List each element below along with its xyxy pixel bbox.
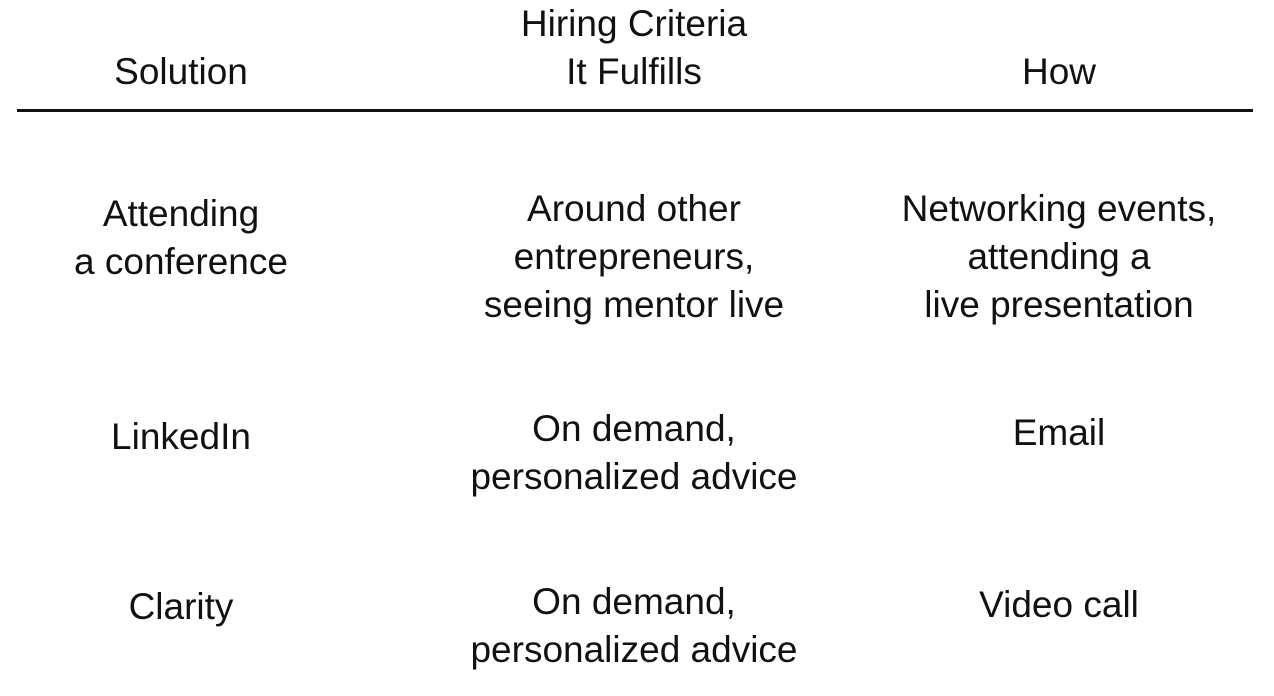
row-1-criteria-line-1: Around other — [527, 188, 741, 229]
header-how: How — [1022, 48, 1096, 96]
row-2-criteria-line-1: On demand, — [532, 408, 736, 449]
row-1-criteria-line-2: entrepreneurs, — [513, 236, 755, 277]
header-hiring-criteria: Hiring Criteria It Fulfills — [521, 0, 747, 96]
row-3-how: Video call — [979, 581, 1139, 629]
header-hiring-criteria-line-2: It Fulfills — [566, 51, 702, 92]
row-2-criteria: On demand, personalized advice — [470, 405, 797, 501]
row-1-solution-line-2: a conference — [74, 241, 288, 282]
row-3-solution: Clarity — [129, 583, 234, 631]
row-2-criteria-line-2: personalized advice — [470, 456, 798, 497]
row-1-how-line-2: attending a — [967, 236, 1151, 277]
row-3-criteria-line-2: personalized advice — [470, 629, 798, 670]
row-2-solution: LinkedIn — [111, 413, 251, 461]
header-hiring-criteria-line-1: Hiring Criteria — [520, 3, 748, 44]
header-solution: Solution — [114, 48, 248, 96]
header-divider — [17, 109, 1253, 112]
row-1-solution: Attending a conference — [74, 190, 288, 286]
row-1-criteria-line-3: seeing mentor live — [483, 284, 785, 325]
row-1-how-line-3: live presentation — [924, 284, 1194, 325]
header-solution-text: Solution — [114, 51, 248, 92]
row-2-how-line-1: Email — [1012, 412, 1106, 453]
row-3-criteria-line-1: On demand, — [532, 581, 736, 622]
row-1-how: Networking events, attending a live pres… — [902, 185, 1217, 329]
row-1-solution-line-1: Attending — [102, 193, 260, 234]
header-how-text: How — [1021, 51, 1097, 92]
row-2-solution-line-1: LinkedIn — [111, 416, 251, 457]
row-2-how: Email — [1013, 409, 1106, 457]
row-1-criteria: Around other entrepreneurs, seeing mento… — [484, 185, 784, 329]
row-3-criteria: On demand, personalized advice — [470, 578, 797, 674]
row-1-how-line-1: Networking events, — [901, 188, 1217, 229]
row-3-solution-line-1: Clarity — [128, 586, 234, 627]
row-3-how-line-1: Video call — [979, 584, 1139, 625]
